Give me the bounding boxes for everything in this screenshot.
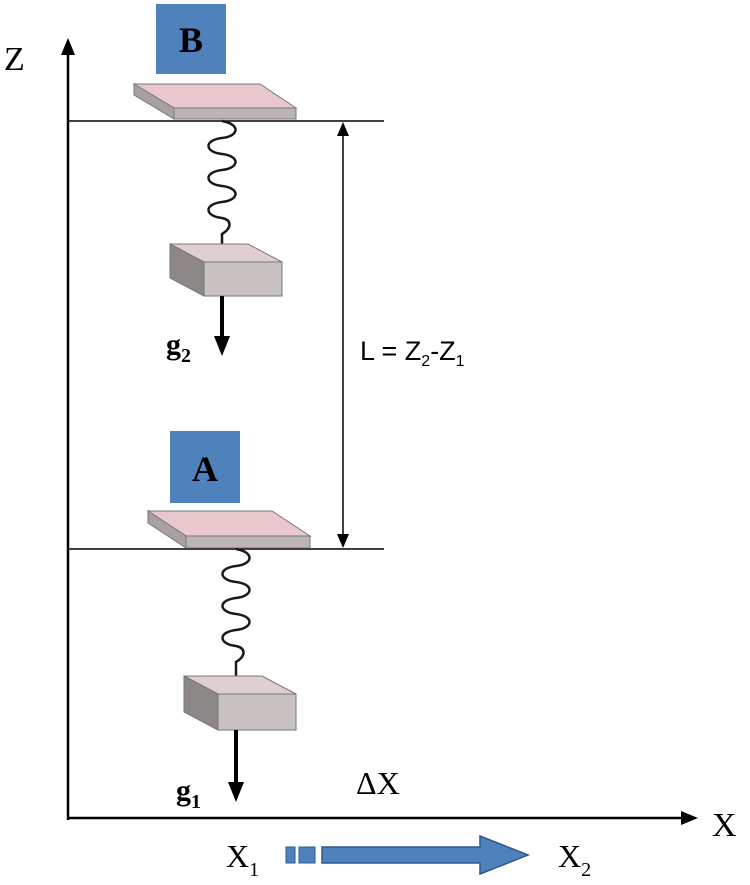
platform-a-plate-side [147,510,187,549]
platform-b-group: B g2 [132,4,298,367]
gravity-arrowhead-g1 [228,782,244,802]
separation-arrow-bottom [337,534,349,548]
gravity-arrowhead-g2 [214,336,230,356]
x-axis-arrowhead [681,811,698,825]
platform-a-label-box [170,431,240,503]
separation-arrow-top [337,122,349,136]
x1-label: X1 [226,838,259,881]
platform-a-label: A [192,449,218,489]
z-axis-arrowhead [61,38,75,55]
platform-b-label: B [179,20,203,60]
x2-label: X2 [558,838,591,881]
movement-dash-2 [298,846,316,864]
platform-b-block-front [203,261,283,297]
platform-b-plate-side [133,83,175,120]
separation-label: L = Z2-Z1 [360,336,465,370]
gravity-label-g1: g1 [176,774,201,813]
platform-b-label-box [156,4,226,74]
platform-a-group: A g1 [146,431,312,813]
gravity-label-g2: g2 [166,328,191,367]
movement-dash-1 [285,846,296,864]
platform-a-block-side [183,675,219,731]
z-axis-label: Z [4,41,25,78]
platform-b-block-side [169,243,205,297]
platform-b-plate-front [173,107,297,120]
platform-a-block-front [217,693,297,731]
x-axis-label: X [712,807,737,844]
platform-b-spring [207,119,237,252]
platform-a-spring [221,547,251,688]
delta-x-label: ΔX [356,765,400,801]
platform-a-plate-front [185,535,311,549]
movement-arrow [321,834,531,876]
